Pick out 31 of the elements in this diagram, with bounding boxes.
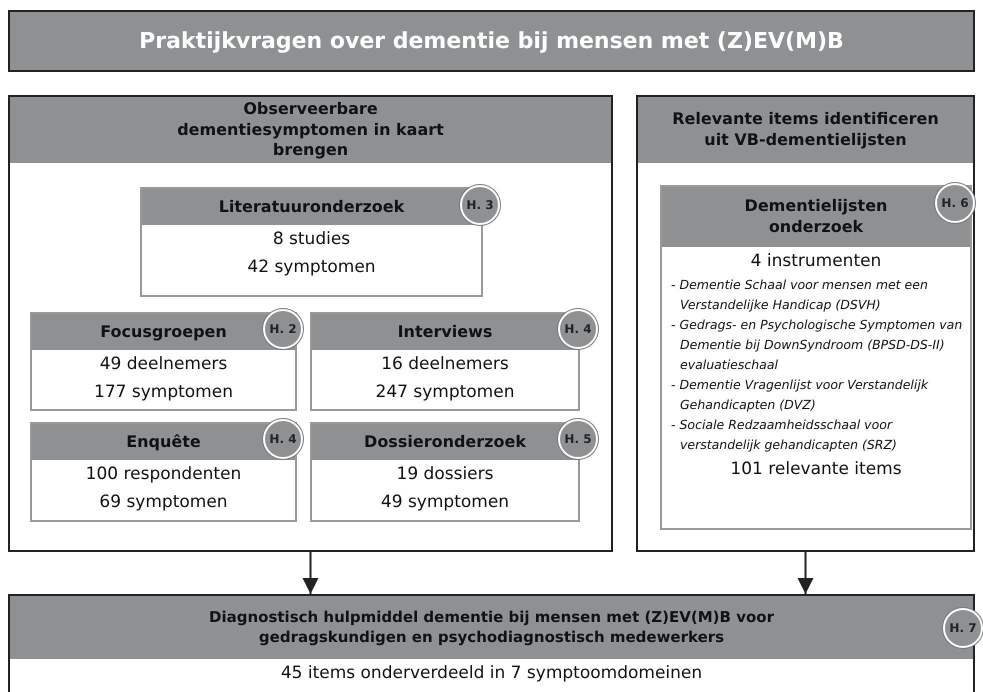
box-text: 101 relevante items	[729, 458, 903, 481]
list-item: - Dementie Schaal voor mensen met een Verstandelijke Handicap (DSVH)	[670, 276, 929, 314]
box-text: 4 instrumenten	[750, 250, 882, 273]
box-text: 8 studies	[272, 228, 352, 251]
box-text: 177 symptomen	[93, 381, 234, 404]
list-item: - Gedrags- en Psychologische Symptomen van Dementie bij DownSyndroom (BPSD-DS-II) evaluatieschaal	[670, 316, 964, 374]
diagram-title: Praktijkvragen over dementie bij mensen met (Z)EV(M)B	[8, 10, 975, 72]
list-item: - Sociale Redzaamheidsschaal voor verstandelijk gehandicapten (SRZ)	[670, 416, 898, 454]
arrow	[302, 552, 318, 594]
box-text: 16 deelnemers	[380, 353, 510, 376]
chapter-badge: H. 3	[460, 185, 500, 225]
section-panel	[8, 95, 613, 552]
box-text: 42 symptomen	[246, 256, 377, 279]
section-panel	[636, 95, 975, 552]
chapter-badge: H. 6	[935, 183, 975, 223]
arrow	[798, 552, 814, 594]
list-item: - Dementie Vragenlijst voor Verstandelijk Gehandicapten (DVZ)	[670, 376, 930, 414]
box-text: 100 respondenten	[84, 463, 242, 486]
chapter-badge: H. 7	[943, 608, 983, 648]
box-text: 49 deelnemers	[98, 353, 228, 376]
box-text: 19 dossiers	[396, 463, 494, 486]
chapter-badge: H. 5	[558, 419, 598, 459]
box-text: 49 symptomen	[380, 491, 510, 514]
box-text: 45 items onderverdeeld in 7 symptoomdomeinen	[280, 662, 704, 685]
chapter-badge: H. 2	[263, 309, 303, 349]
chapter-badge: H. 4	[263, 419, 303, 459]
box-heading: Relevante items identificeren uit VB-dementielijsten	[638, 97, 973, 163]
box-heading: Observeerbare dementiesymptomen in kaart brengen	[10, 97, 611, 163]
chapter-badge: H. 4	[558, 309, 598, 349]
box-text: 69 symptomen	[98, 491, 229, 514]
box-text: 247 symptomen	[374, 381, 516, 404]
